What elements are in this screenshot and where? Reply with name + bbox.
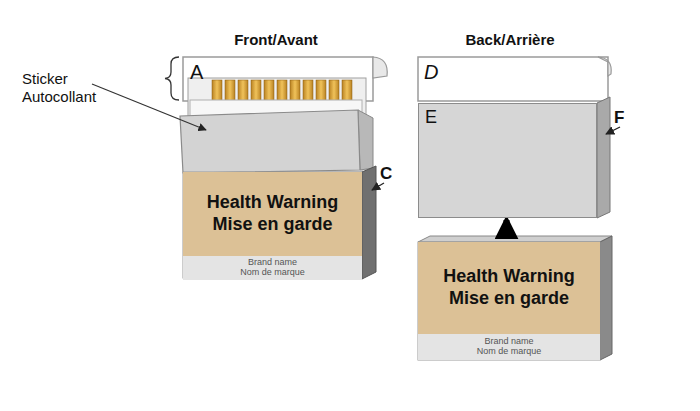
lid-fold bbox=[373, 57, 387, 78]
node-text: E bbox=[425, 108, 590, 128]
block-arrow bbox=[504, 220, 510, 235]
warning-card: Health Warning Mise en garde bbox=[418, 242, 600, 334]
card-side bbox=[600, 236, 612, 360]
sticker bbox=[180, 110, 360, 173]
node-text: Brand name Nom de marque bbox=[240, 258, 306, 278]
node-text: Brand name Nom de marque bbox=[476, 337, 542, 357]
leader-line bbox=[92, 84, 206, 130]
warning-panel: Health Warning Mise en garde bbox=[183, 172, 362, 256]
part-letter: D bbox=[424, 60, 438, 84]
view-title: Front/Avant bbox=[234, 31, 318, 49]
part-letter: F bbox=[614, 108, 624, 128]
card-front bbox=[418, 242, 600, 360]
brand-band: Brand name Nom de marque bbox=[183, 256, 362, 280]
pack-side bbox=[597, 97, 610, 218]
leader-line bbox=[606, 127, 620, 134]
node-text: Health Warning Mise en garde bbox=[193, 192, 352, 235]
pack-side bbox=[362, 166, 376, 279]
node-text: Health Warning Mise en garde bbox=[428, 266, 590, 309]
part-letter: C bbox=[380, 164, 392, 184]
view-title: Back/Arrière bbox=[465, 31, 554, 49]
brand-band: Brand name Nom de marque bbox=[418, 334, 600, 360]
open-lid bbox=[418, 57, 608, 101]
lid-fold bbox=[598, 57, 611, 76]
leader-line bbox=[372, 183, 384, 190]
bracket bbox=[165, 57, 179, 100]
back-panel: E bbox=[418, 103, 597, 218]
part-letter: A bbox=[190, 60, 203, 84]
callout-label: Sticker Autocollant bbox=[22, 70, 114, 106]
